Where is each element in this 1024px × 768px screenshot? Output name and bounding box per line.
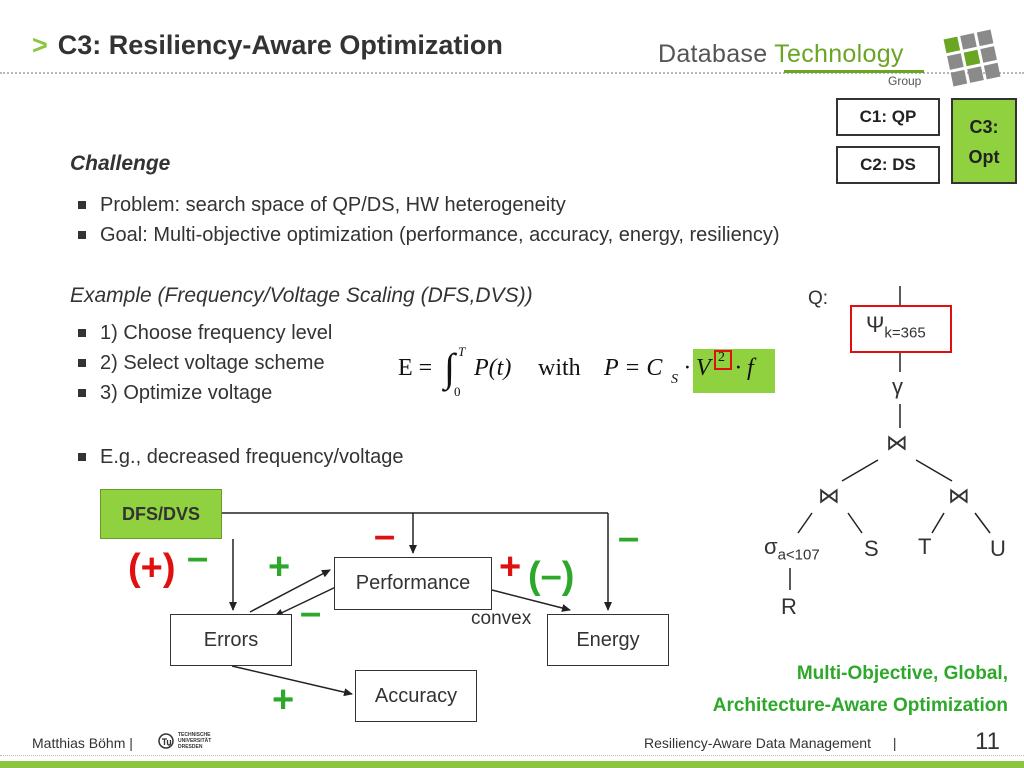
logo-group: Group (888, 74, 922, 88)
formula-exp: 2 (718, 350, 725, 365)
selection-operator: σa<107 (764, 534, 820, 563)
logo-technology: Technology (774, 40, 904, 68)
list-item: 1) Choose frequency level (72, 318, 332, 348)
conclusion-text: Multi-Objective, Global, Architecture-Aw… (713, 658, 1008, 722)
footer-divider (0, 755, 1024, 756)
list-item: Goal: Multi-objective optimization (perf… (72, 220, 780, 250)
nav-box-c3-line1: C3: (969, 117, 999, 137)
tu-logo-icon (158, 733, 174, 749)
join-operator-root: ⋈ (886, 430, 908, 455)
logo-wordmark: Database Technology (658, 40, 904, 69)
gamma-operator: γ (892, 374, 903, 399)
logo-grid-icon (943, 29, 1001, 87)
nav-box-c3-line2: Opt (968, 147, 1000, 167)
header-divider (0, 72, 1024, 74)
page-number: 11 (975, 728, 1000, 755)
footer-accent-bar (0, 761, 1024, 768)
list-item: E.g., decreased frequency/voltage (72, 442, 404, 472)
convex-label: convex (471, 608, 532, 629)
psi-symbol: Ψ (866, 312, 885, 337)
footer-talk: Resiliency-Aware Data Management (644, 735, 871, 751)
footer-author: Matthias Böhm | (32, 735, 133, 751)
sigma-subscript: a<107 (777, 546, 820, 564)
energy-node: Energy (547, 614, 669, 666)
join-operator-left: ⋈ (818, 483, 840, 508)
topk-operator: Ψk=365 (866, 312, 926, 341)
relation-s: S (864, 536, 879, 561)
page-title: > C3: Resiliency-Aware Optimization (32, 30, 503, 61)
list-item: 3) Optimize voltage (72, 378, 332, 408)
relation-r: R (781, 594, 797, 619)
effect-dfs-perf-minus: – (374, 515, 396, 557)
conclusion-line1: Multi-Objective, Global, (796, 663, 1008, 684)
dfs-dvs-node: DFS/DVS (100, 489, 222, 539)
effect-perf-energy-plus: + (499, 546, 522, 588)
tu-logo-text: TECHNISCHE UNIVERSITÄT DRESDEN (178, 732, 212, 750)
nav-box-c3[interactable]: C3: Opt (951, 98, 1017, 184)
list-item: 2) Select voltage scheme (72, 348, 332, 378)
effect-errors-accuracy-plus: + (272, 679, 295, 721)
nav-box-c1[interactable]: C1: QP (836, 98, 940, 136)
effect-perf-errors-minus: – (300, 592, 322, 634)
formula-with: with (538, 355, 581, 381)
logo-underline (784, 70, 924, 73)
formula-lower: 0 (454, 384, 461, 399)
topk-highlight-box (850, 305, 952, 353)
formula-dot-f: · f (735, 355, 754, 381)
effect-dfs-errors-minus: – (187, 537, 209, 579)
performance-node: Performance (334, 557, 492, 610)
formula-integral: ∫ (444, 345, 455, 390)
psi-subscript: k=365 (884, 324, 926, 342)
formula-exponent-box (714, 350, 732, 370)
join-operator-right: ⋈ (948, 483, 970, 508)
formula-upper: T (458, 344, 466, 359)
conclusion-line2: Architecture-Aware Optimization (712, 695, 1008, 716)
footer-separator: | (892, 735, 897, 751)
challenge-heading: Challenge (70, 152, 171, 175)
formula-lhs: E = (398, 355, 433, 381)
effect-dfs-energy-minus: – (618, 517, 640, 559)
example-extra-list: E.g., decreased frequency/voltage (72, 442, 404, 472)
challenge-list: Problem: search space of QP/DS, HW heter… (72, 190, 780, 250)
tu-dresden-logo: TECHNISCHE UNIVERSITÄT DRESDEN (158, 732, 224, 750)
nav-box-c2[interactable]: C2: DS (836, 146, 940, 184)
accuracy-node: Accuracy (355, 670, 477, 722)
effect-errors-perf-plus: + (268, 546, 291, 588)
formula-highlight (693, 349, 775, 393)
relation-u: U (990, 536, 1006, 561)
formula-body: P(t) (474, 355, 512, 381)
sigma-symbol: σ (764, 534, 778, 559)
list-item: Problem: search space of QP/DS, HW heter… (72, 190, 780, 220)
logo-database: Database (658, 40, 768, 68)
footer-talk-title: Resiliency-Aware Data Management | (644, 735, 897, 751)
title-text: C3: Resiliency-Aware Optimization (57, 30, 503, 60)
title-arrow: > (32, 30, 48, 60)
formula-p-eq: P = C (604, 355, 663, 381)
errors-node: Errors (170, 614, 292, 666)
example-heading: Example (Frequency/Voltage Scaling (DFS,… (70, 284, 533, 307)
formula-dot-v: · V (684, 355, 711, 381)
query-label: Q: (808, 288, 829, 309)
relation-t: T (918, 534, 932, 559)
formula-sub-s: S (671, 372, 678, 387)
effect-perf-energy-paren-minus: (–) (528, 555, 575, 597)
example-list: 1) Choose frequency level 2) Select volt… (72, 318, 332, 408)
effect-dfs-errors-paren-plus: (+) (128, 547, 176, 589)
